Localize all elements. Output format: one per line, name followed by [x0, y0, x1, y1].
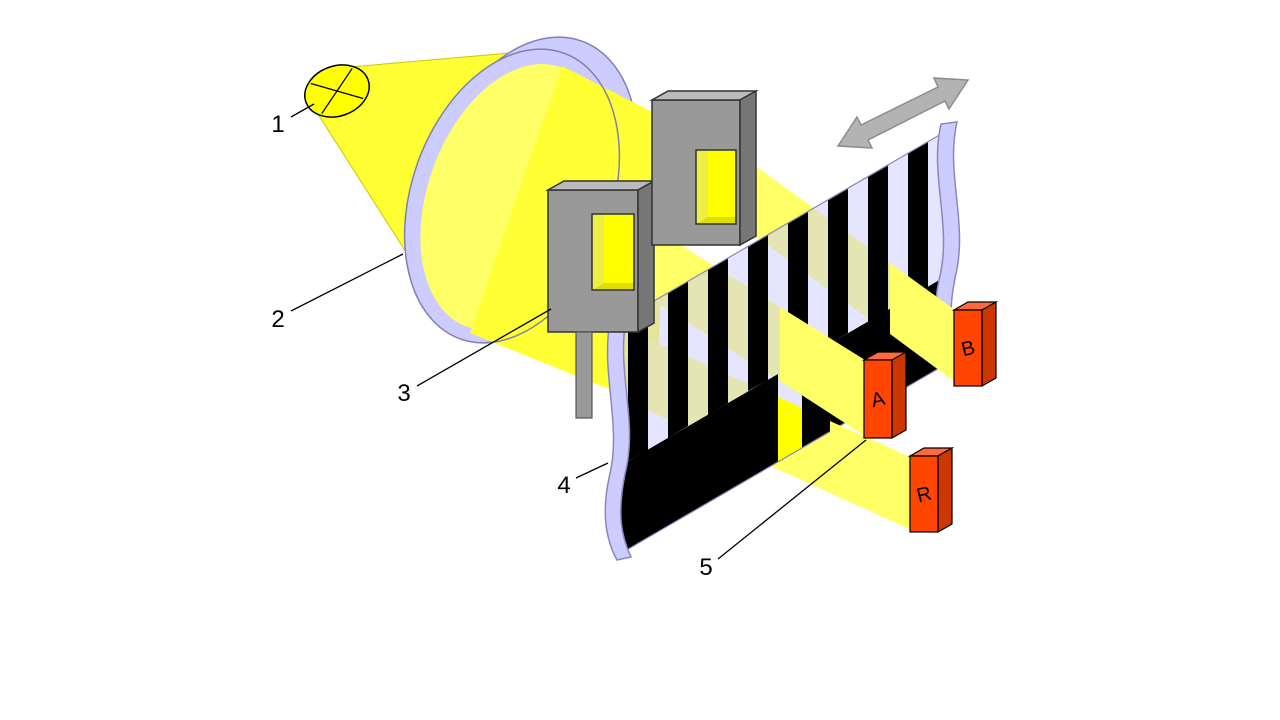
scale-stripe	[748, 235, 768, 391]
leader-line-3	[416, 308, 552, 387]
beam-a-transmitted	[780, 307, 865, 436]
scale-stripe	[828, 188, 848, 345]
leader-line-5	[717, 439, 867, 560]
beam-r-transmitted	[830, 421, 912, 530]
callout-2: 2	[271, 306, 284, 333]
scale-stripe	[628, 305, 648, 461]
leader-line-4	[575, 462, 609, 479]
scale-top-edge	[617, 129, 949, 323]
mask-right-panel-side	[739, 89, 757, 247]
mask-window-a-wall	[592, 207, 604, 290]
mask-window-b-wall	[696, 143, 708, 224]
mask-support	[575, 331, 593, 419]
scale-stripe	[668, 281, 688, 438]
detector-a: A	[861, 350, 909, 440]
detector-r-front	[909, 455, 939, 533]
leader-line-2	[290, 253, 404, 312]
detector-r: R	[907, 446, 955, 534]
detector-a-label: A	[869, 388, 888, 413]
scale-stripe	[868, 165, 888, 322]
callout-3: 3	[397, 380, 410, 407]
index-slit-lit	[778, 397, 802, 462]
lamp-filament-cross-icon	[321, 68, 353, 114]
detector-b-side	[981, 300, 997, 388]
index-track-left	[618, 374, 778, 555]
light-source	[304, 64, 370, 118]
callout-1: 1	[271, 111, 284, 138]
beam-b-transmitted	[890, 263, 955, 382]
scale-wavy-edge-left	[604, 313, 633, 561]
callout-5: 5	[699, 554, 712, 581]
scale-stripe	[908, 142, 928, 299]
motion-double-arrow-icon	[836, 77, 970, 149]
mask-right-panel-top	[649, 90, 759, 101]
detector-a-front	[863, 359, 893, 439]
detector-b-label: B	[959, 337, 977, 362]
mask-left-panel-top	[545, 180, 657, 191]
leader-line-1	[290, 103, 315, 118]
mask-left-panel-side	[637, 179, 655, 334]
mask-window-a-wall	[592, 283, 646, 290]
detector-a-side	[891, 350, 907, 440]
detector-b: B	[951, 300, 999, 388]
detector-r-label: R	[915, 483, 934, 508]
scale-stripe	[708, 258, 728, 415]
callout-4: 4	[557, 472, 570, 499]
detector-b-front	[953, 309, 983, 387]
mask	[545, 89, 759, 419]
detector-r-side	[937, 446, 953, 534]
mask-window-b-wall	[696, 217, 748, 224]
